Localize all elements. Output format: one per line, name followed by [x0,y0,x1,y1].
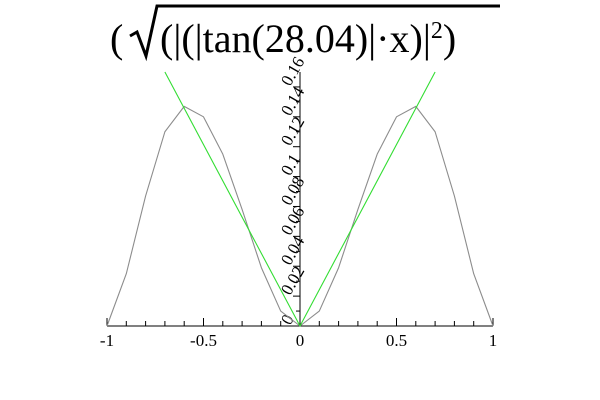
title-open-paren: ( [110,16,123,61]
title-body-text: (|(|tan(28.04)|·x)| [160,16,431,61]
y-origin-label: 0 [277,311,298,328]
chart-title: ( (|(|tan(28.04)|·x)|2) [110,4,500,62]
x-tick-label: 1 [489,331,498,350]
title-close-paren: ) [443,16,456,61]
title-exponent: 2 [431,18,443,44]
x-tick-label: -1 [100,331,114,350]
x-tick-label: 0.5 [386,331,407,350]
series-group [106,71,494,327]
x-tick-label: 0 [296,331,305,350]
sqrt-radical-icon [129,4,500,62]
x-tick-label: -0.5 [190,331,217,350]
series-line-green [164,71,436,327]
title-body: (|(|tan(28.04)|·x)|2) [160,16,456,61]
